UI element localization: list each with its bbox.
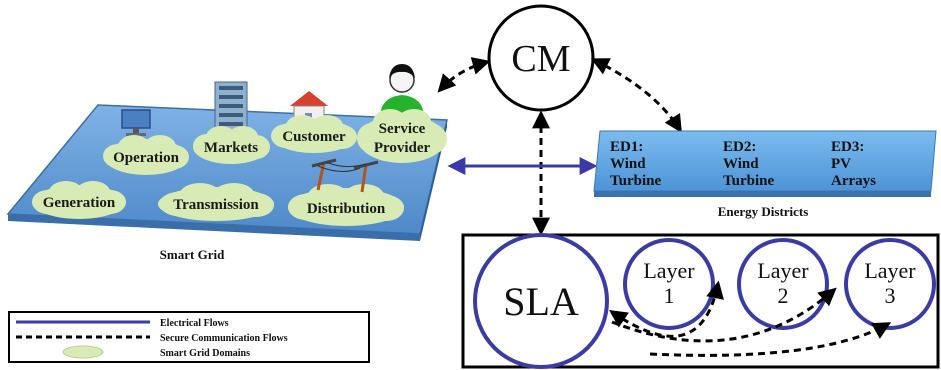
domain-service-label: Service <box>379 121 426 137</box>
ed3-id: ED3: <box>831 139 864 155</box>
cloud-distribution: Distribution <box>288 184 404 226</box>
layer-1-num: 1 <box>664 283 675 308</box>
layer-2-word: Layer <box>757 258 809 283</box>
power-line-icon <box>311 158 379 193</box>
ed1-line1: Wind <box>610 156 646 172</box>
layer-3-node: Layer 3 <box>844 238 936 330</box>
cloud-markets: Markets <box>193 126 270 164</box>
cloud-operation: Operation <box>103 135 189 175</box>
cloud-customer: Customer <box>271 115 357 153</box>
domain-distribution-label: Distribution <box>307 201 386 217</box>
layer-2-num: 2 <box>778 283 789 308</box>
legend: Electrical Flows Secure Communication Fl… <box>8 311 370 363</box>
sla-label: SLA <box>503 279 579 324</box>
legend-communication-label: Secure Communication Flows <box>160 333 288 344</box>
domain-operation-label: Operation <box>113 150 179 166</box>
ed2-line1: Wind <box>723 156 759 172</box>
ed3-line2: Arrays <box>831 173 876 189</box>
legend-electrical-label: Electrical Flows <box>160 318 229 329</box>
computer-icon <box>121 109 151 136</box>
energy-districts-caption: Energy Districts <box>718 204 809 219</box>
cloud-service-provider: Service Provider <box>357 109 447 163</box>
comm-flow-cm-ed <box>590 58 682 134</box>
layer-1-word: Layer <box>643 258 695 283</box>
comm-flow-sla-layer3 <box>649 322 892 357</box>
layer-3-word: Layer <box>864 258 916 283</box>
comm-flow-sla-layer2 <box>611 287 837 343</box>
cloud-generation: Generation <box>32 181 126 219</box>
cm-node: CM <box>487 4 595 112</box>
domain-markets-label: Markets <box>204 140 258 156</box>
comm-flow-cm-smartgrid <box>437 57 491 93</box>
ed2-line2: Turbine <box>723 173 774 189</box>
legend-domain-swatch <box>62 345 104 359</box>
ed1-line2: Turbine <box>610 173 661 189</box>
ed2-id: ED2: <box>723 139 756 155</box>
cloud-transmission: Transmission <box>158 183 274 221</box>
comm-flow-sla-layer1 <box>609 280 724 338</box>
layer-2-node: Layer 2 <box>737 238 829 330</box>
ed1-id: ED1: <box>610 139 643 155</box>
domain-generation-label: Generation <box>43 195 116 211</box>
domain-customer-label: Customer <box>282 129 346 145</box>
layer-3-num: 3 <box>885 283 896 308</box>
smart-grid-caption: Smart Grid <box>160 247 225 262</box>
layer-1-node: Layer 1 <box>623 238 715 330</box>
legend-domains-label: Smart Grid Domains <box>160 348 250 359</box>
energy-districts-box <box>593 130 937 197</box>
sla-node: SLA <box>473 233 609 369</box>
domain-transmission-label: Transmission <box>173 197 259 213</box>
cm-label: CM <box>511 38 570 80</box>
ed3-line1: PV <box>831 156 851 172</box>
domain-provider-label: Provider <box>374 140 431 156</box>
